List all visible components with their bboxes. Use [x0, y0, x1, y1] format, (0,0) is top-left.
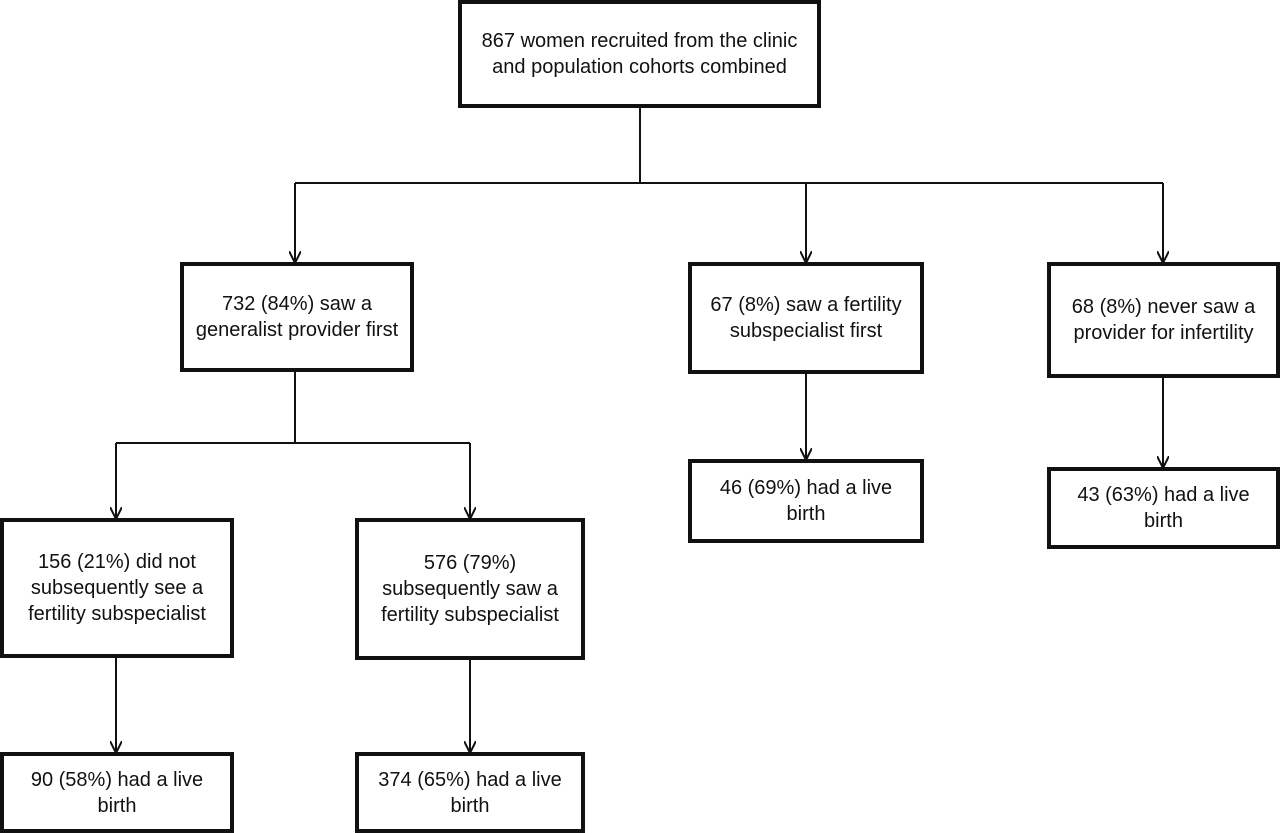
root-text: 867 women recruited from the clinic and … [481, 30, 798, 78]
birth-subspecialist-first-text: 46 (69%) had a live birth [719, 477, 893, 525]
birth-subspecialist-first-box: 46 (69%) had a live birth [688, 459, 924, 543]
birth-never-saw-text: 43 (63%) had a live birth [1077, 484, 1250, 532]
birth-never-saw-box: 43 (63%) had a live birth [1047, 467, 1280, 549]
never-saw-text: 68 (8%) never saw a provider for inferti… [1071, 296, 1256, 344]
birth-subsequent-box: 374 (65%) had a live birth [355, 752, 585, 833]
never-saw-box: 68 (8%) never saw a provider for inferti… [1047, 262, 1280, 378]
subsequent-subspecialist-box: 576 (79%) subsequently saw a fertility s… [355, 518, 585, 660]
no-subsequent-subspecialist-text: 156 (21%) did not subsequently see a fer… [28, 551, 206, 625]
birth-no-subsequent-box: 90 (58%) had a live birth [0, 752, 234, 833]
subsequent-subspecialist-text: 576 (79%) subsequently saw a fertility s… [381, 552, 559, 626]
root-box: 867 women recruited from the clinic and … [458, 0, 821, 108]
birth-no-subsequent-text: 90 (58%) had a live birth [30, 768, 204, 817]
birth-subsequent-text: 374 (65%) had a live birth [378, 768, 562, 817]
generalist-first-text: 732 (84%) saw a generalist provider firs… [195, 293, 399, 341]
subspecialist-first-box: 67 (8%) saw a fertility subspecialist fi… [688, 262, 924, 374]
subspecialist-first-text: 67 (8%) saw a fertility subspecialist fi… [710, 294, 902, 342]
no-subsequent-subspecialist-box: 156 (21%) did not subsequently see a fer… [0, 518, 234, 658]
generalist-first-box: 732 (84%) saw a generalist provider firs… [180, 262, 414, 372]
